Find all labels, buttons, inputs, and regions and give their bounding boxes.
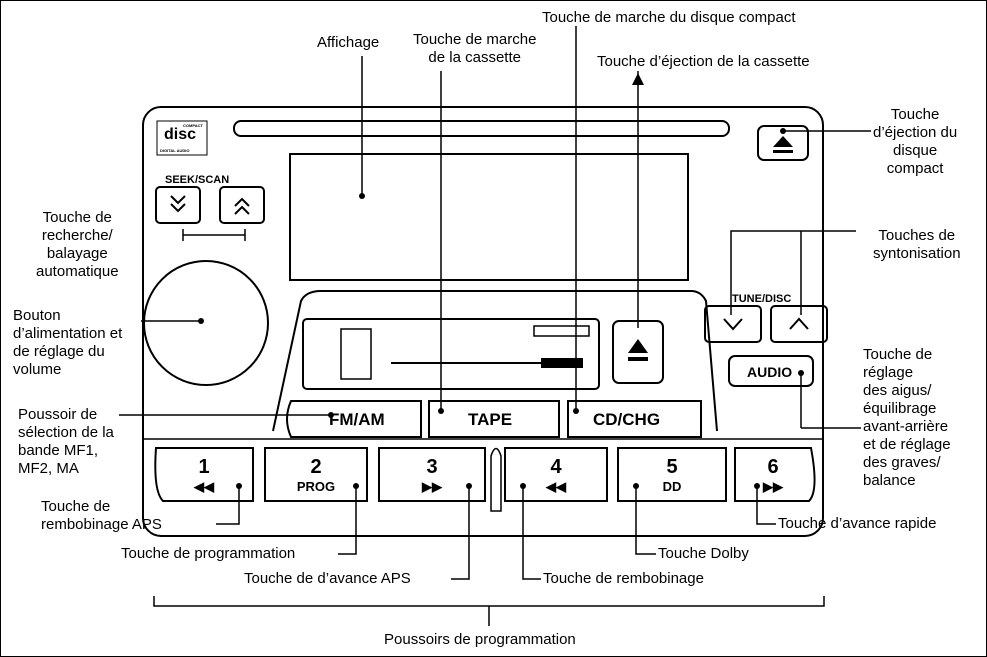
cd-eject-button[interactable] <box>757 125 809 161</box>
fm-am-label: FM/AM <box>329 410 385 429</box>
preset-5-number: 5 <box>666 456 677 478</box>
preset-5-button[interactable] <box>617 447 727 502</box>
label-cassette-eject: Touche d’éjection de la cassette <box>597 53 810 70</box>
seek-scan-label: SEEK/SCAN <box>165 174 229 186</box>
fm-am-button[interactable] <box>286 400 422 438</box>
cassette-bezel <box>272 290 718 432</box>
preset-1-number: 1 <box>198 456 209 478</box>
compact-disc-logo <box>156 120 208 156</box>
label-programming: Touche de programmation <box>121 545 296 562</box>
radio-faceplate <box>142 106 824 537</box>
preset-6-number: 6 <box>767 456 778 478</box>
audio-button[interactable] <box>728 355 814 387</box>
logo-compact-text: COMPACT <box>183 123 203 128</box>
cd-chg-label: CD/CHG <box>593 410 660 429</box>
label-aps-forward: Touche de d’avance APS <box>244 570 411 587</box>
tune-up-button[interactable] <box>770 305 828 343</box>
preset-1-symbol: ◀◀ <box>193 479 215 494</box>
display <box>289 153 689 281</box>
cd-chg-button[interactable] <box>567 400 702 438</box>
preset-3-symbol: ▶▶ <box>421 479 443 494</box>
power-volume-knob[interactable] <box>143 260 269 386</box>
preset-3-number: 3 <box>426 456 437 478</box>
preset-4-button[interactable] <box>504 447 608 502</box>
label-cd-play: Touche de marche du disque compact <box>542 9 796 26</box>
preset-4-number: 4 <box>550 456 562 478</box>
preset-6-button[interactable] <box>734 447 816 502</box>
preset-6-symbol: ▶▶ <box>762 479 784 494</box>
preset-1-button[interactable] <box>154 447 254 502</box>
preset-4-symbol: ◀◀ <box>545 479 567 494</box>
label-presets: Poussoirs de programmation <box>384 631 576 648</box>
label-dolby: Touche Dolby <box>658 545 749 562</box>
tune-disc-label: TUNE/DISC <box>732 293 791 305</box>
seek-up-button[interactable] <box>219 186 265 224</box>
audio-button-label: AUDIO <box>747 364 792 380</box>
label-fast-forward: Touche d’avance rapide <box>778 515 937 532</box>
cd-slot <box>233 120 730 137</box>
tape-label: TAPE <box>468 410 512 429</box>
preset-2-symbol: PROG <box>297 479 335 494</box>
tune-down-button[interactable] <box>704 305 762 343</box>
tape-button[interactable] <box>428 400 560 438</box>
label-rewind: Touche de rembobinage <box>543 570 704 587</box>
label-affichage: Affichage <box>317 34 380 51</box>
preset-2-number: 2 <box>310 456 321 478</box>
seek-down-button[interactable] <box>155 186 201 224</box>
preset-3-button[interactable] <box>378 447 486 502</box>
disc-logo-text: disc <box>164 126 196 143</box>
logo-digital-audio-text: DIGITAL AUDIO <box>160 148 189 153</box>
cassette-door <box>302 318 600 390</box>
preset-2-button[interactable] <box>264 447 368 502</box>
preset-5-symbol: DD <box>663 479 682 494</box>
